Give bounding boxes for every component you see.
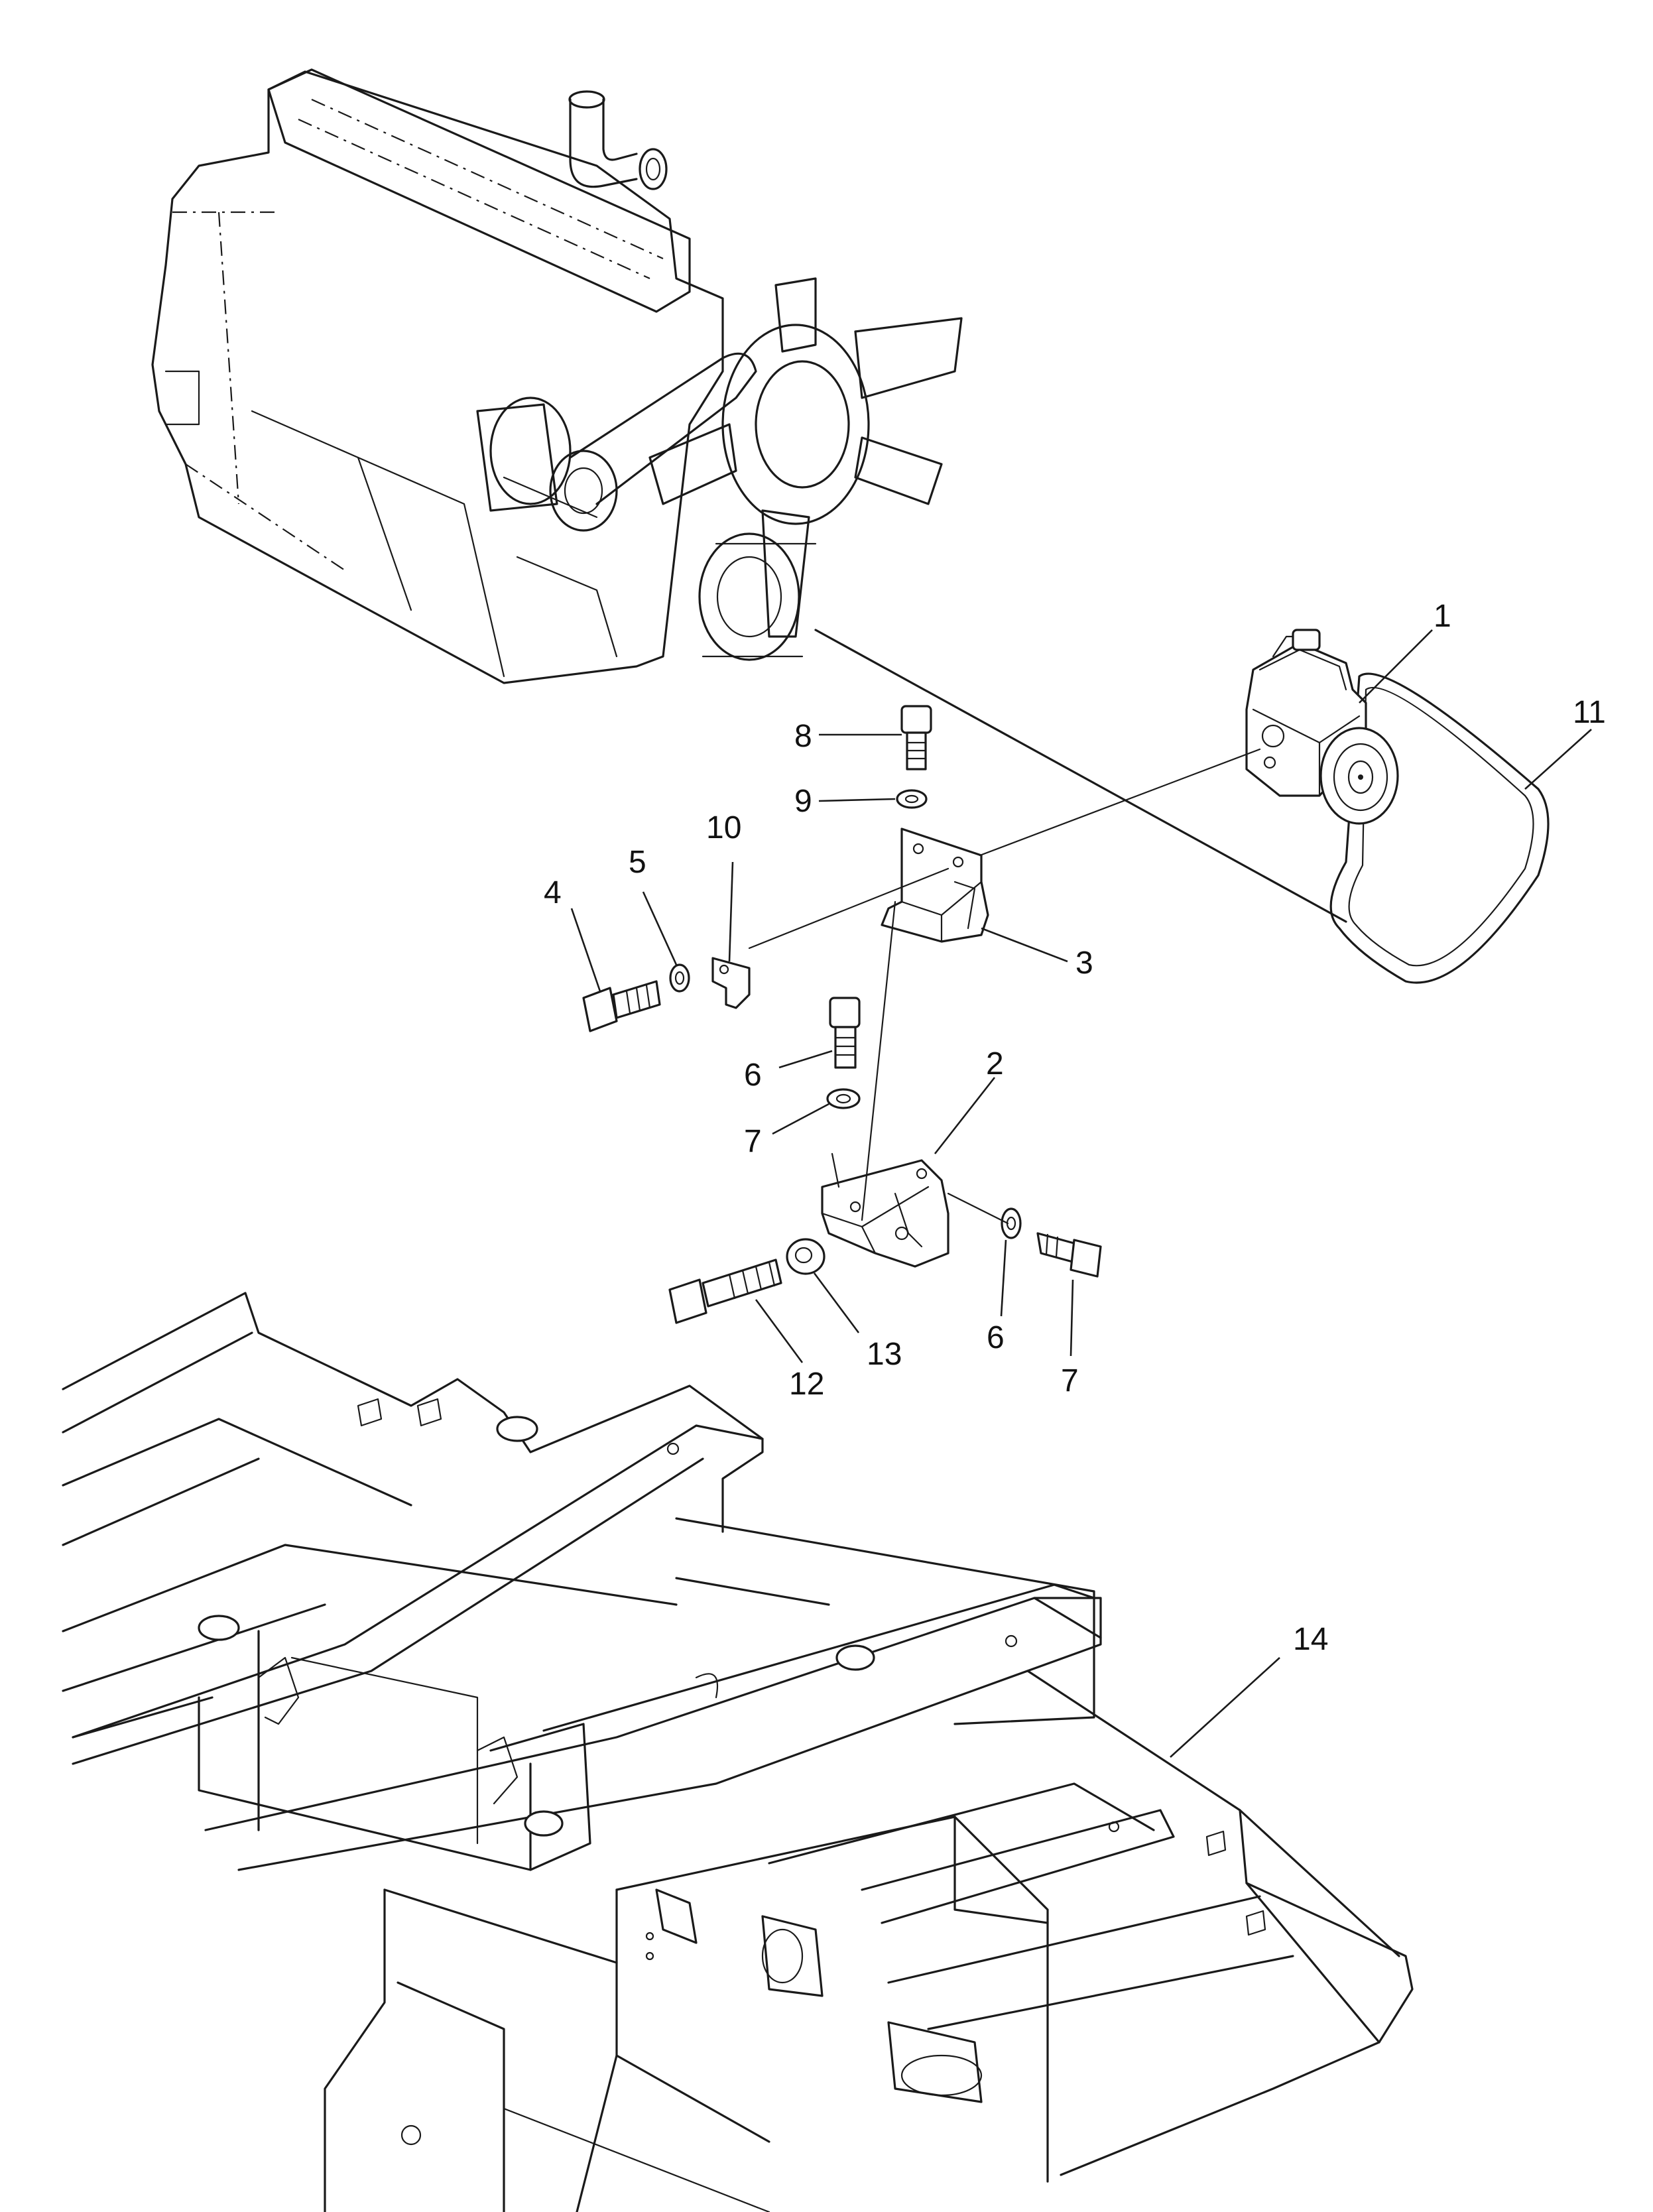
callout-4: 4 — [544, 875, 562, 910]
washer — [826, 1088, 861, 1109]
frame — [62, 1292, 1414, 2212]
callout-2: 2 — [986, 1046, 1004, 1081]
assembly-lines — [748, 748, 1261, 1225]
callout-6-lower: 6 — [987, 1320, 1005, 1355]
bolt — [582, 980, 661, 1032]
callout-10: 10 — [706, 810, 741, 845]
leader-lines — [570, 629, 1592, 1758]
v-belt — [1329, 672, 1550, 984]
callout-labels: 1 2 3 4 5 6 6 7 7 8 9 10 11 12 13 14 — [544, 599, 1606, 1657]
clip — [711, 957, 751, 1009]
callout-7-lower: 7 — [1061, 1363, 1079, 1398]
callout-5: 5 — [629, 845, 646, 880]
bolt — [900, 705, 932, 770]
engine-assembly — [151, 68, 963, 684]
upper-bracket — [881, 828, 989, 943]
belt-run-line — [814, 629, 1347, 923]
callout-8: 8 — [794, 719, 812, 754]
callout-9: 9 — [794, 784, 812, 819]
callout-6-upper: 6 — [744, 1058, 762, 1093]
spacer — [786, 1238, 826, 1275]
compressor — [1245, 629, 1399, 825]
washer — [669, 963, 690, 993]
callout-13: 13 — [867, 1337, 902, 1372]
callout-11: 11 — [1573, 695, 1606, 730]
bolt — [829, 997, 861, 1069]
lower-bracket — [821, 1159, 949, 1268]
bolt — [668, 1259, 782, 1324]
callout-7-upper: 7 — [744, 1124, 762, 1159]
callout-14: 14 — [1293, 1622, 1328, 1657]
callout-1: 1 — [1434, 599, 1451, 634]
bolt — [1036, 1232, 1102, 1278]
washer — [1001, 1207, 1022, 1239]
callout-3: 3 — [1075, 946, 1093, 981]
washer — [896, 789, 928, 809]
callout-12: 12 — [789, 1367, 824, 1402]
